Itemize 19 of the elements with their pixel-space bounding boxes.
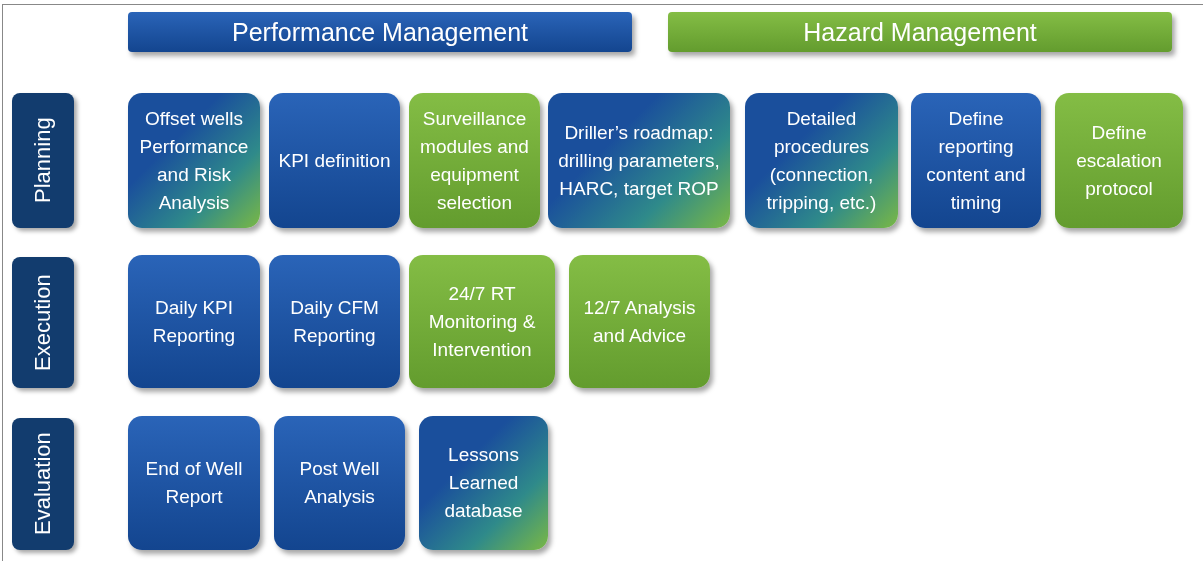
task-card: Post Well Analysis: [274, 416, 405, 550]
task-card: Offset wells Performance and Risk Analysis: [128, 93, 260, 228]
task-card: End of Well Report: [128, 416, 260, 550]
task-card: Surveillance modules and equipment selection: [409, 93, 540, 228]
header-banner: Performance Management: [128, 12, 632, 52]
task-card: Detailed procedures (connection, tripping, etc.): [745, 93, 898, 228]
row-label: Evaluation: [12, 418, 74, 550]
task-card: Driller’s roadmap: drilling parameters, HARC, target ROP: [548, 93, 730, 228]
task-card: Define escalation protocol: [1055, 93, 1183, 228]
header-banner: Hazard Management: [668, 12, 1172, 52]
task-card: Define reporting content and timing: [911, 93, 1041, 228]
row-label: Planning: [12, 93, 74, 228]
row-label: Execution: [12, 257, 74, 388]
task-card: 12/7 Analysis and Advice: [569, 255, 710, 388]
task-card: 24/7 RT Monitoring & Intervention: [409, 255, 555, 388]
task-card: Lessons Learned database: [419, 416, 548, 550]
task-card: KPI definition: [269, 93, 400, 228]
task-card: Daily KPI Reporting: [128, 255, 260, 388]
task-card: Daily CFM Reporting: [269, 255, 400, 388]
